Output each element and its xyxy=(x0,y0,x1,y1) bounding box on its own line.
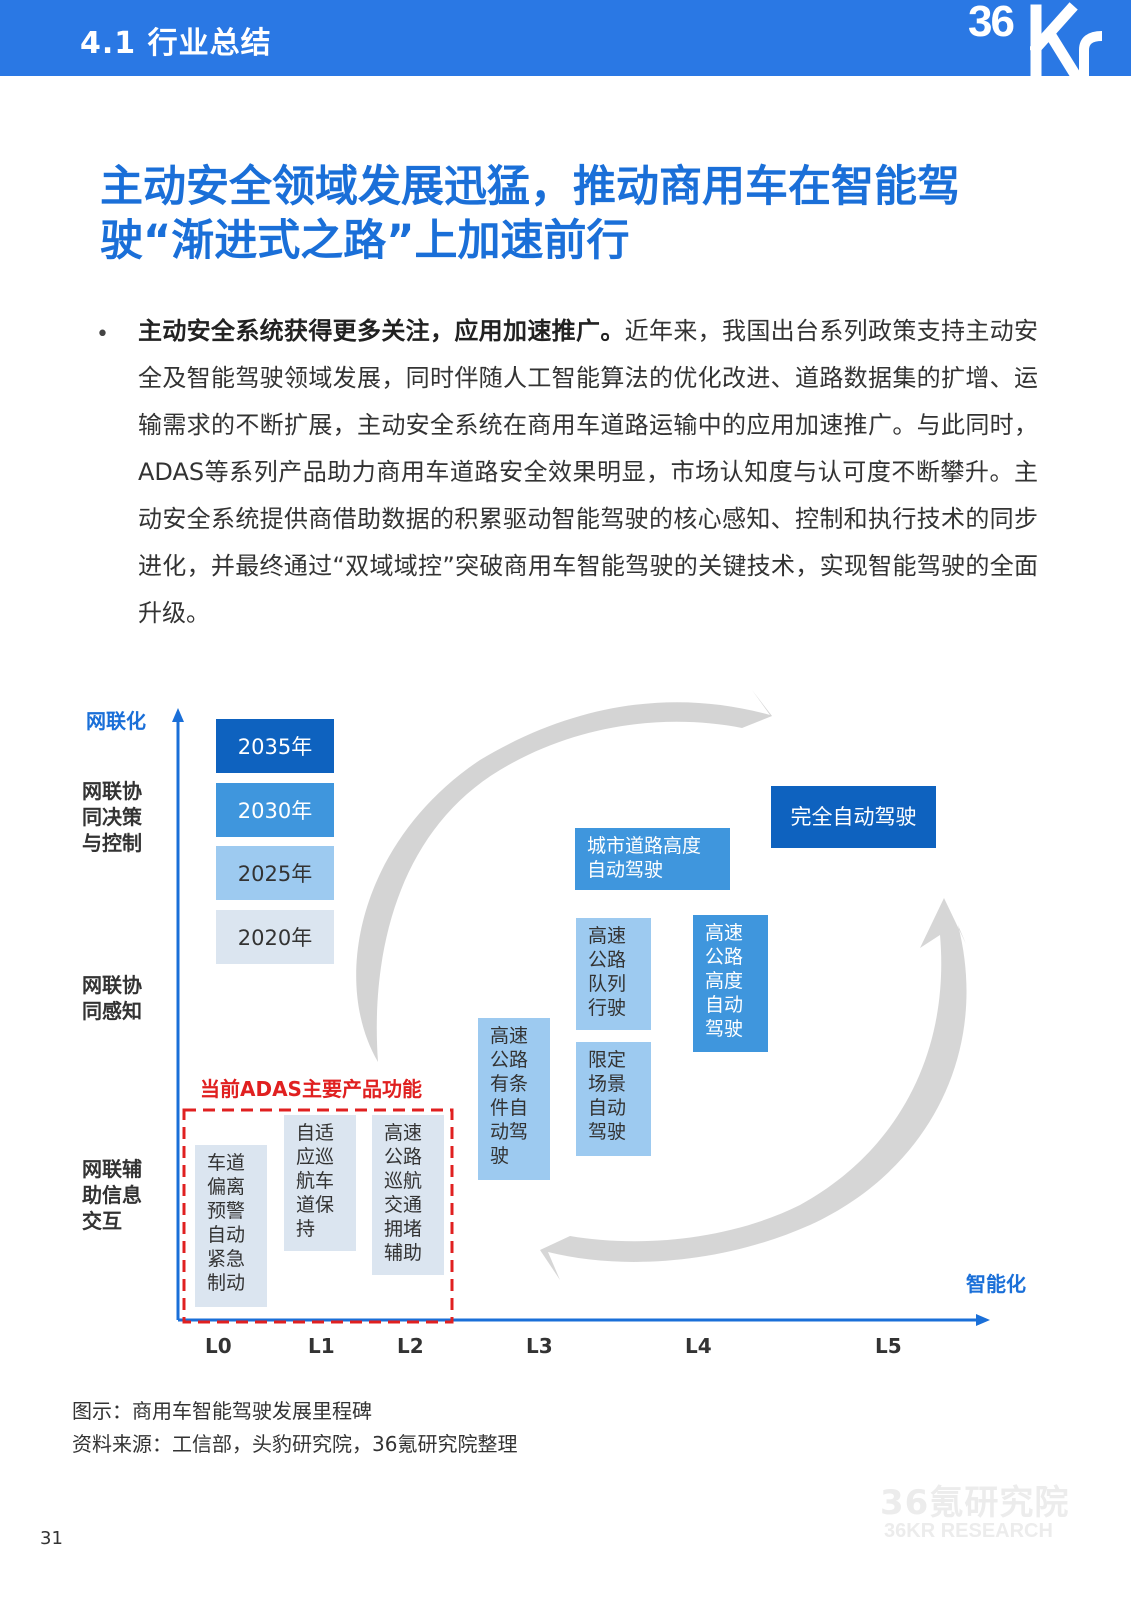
cell-l4: 高速公路高度自动驾驶 xyxy=(693,915,768,1052)
year-2020-box: 2020年 xyxy=(216,910,334,964)
bullet-dot: • xyxy=(96,322,109,347)
y-level-2: 网联协同感知 xyxy=(82,973,142,1023)
cycle-arrow-lower xyxy=(540,898,967,1280)
source-caption: 资料来源：工信部，头豹研究院，36氪研究院整理 xyxy=(72,1432,518,1456)
y-axis-arrow-icon xyxy=(172,708,184,722)
body-paragraph: 主动安全系统获得更多关注，应用加速推广。近年来，我国出台系列政策支持主动安全及智… xyxy=(138,308,1038,637)
cell-l3-limited: 限定场景自动驾驶 xyxy=(576,1042,651,1156)
x-tick-l0: L0 xyxy=(205,1334,232,1358)
x-axis-arrow-icon xyxy=(976,1314,990,1326)
cell-l1: 自适应巡航车道保持 xyxy=(284,1115,356,1251)
watermark-cn: 36氪研究院 xyxy=(880,1483,1070,1523)
body-bold-lead: 主动安全系统获得更多关注，应用加速推广。 xyxy=(138,317,625,345)
year-2035-box: 2035年 xyxy=(216,719,334,773)
adas-dashed-box xyxy=(182,1108,454,1324)
headline-line-1: 主动安全领域发展迅猛，推动商用车在智能驾 xyxy=(100,162,960,212)
adas-label: 当前ADAS主要产品功能 xyxy=(200,1077,422,1101)
cell-city: 城市道路高度自动驾驶 xyxy=(575,828,730,890)
cell-l3: 高速公路有条件自动驾驶 xyxy=(478,1018,550,1180)
y-level-1: 网联协同决策与控制 xyxy=(82,779,142,855)
logo-36kr: 36 xyxy=(968,0,1015,46)
figure-caption: 图示：商用车智能驾驶发展里程碑 xyxy=(72,1399,372,1423)
cell-l2: 高速公路巡航交通拥堵辅助 xyxy=(372,1115,444,1275)
body-text: 近年来，我国出台系列政策支持主动安全及智能驾驶领域发展，同时伴随人工智能算法的优… xyxy=(138,317,1039,627)
x-tick-l4: L4 xyxy=(685,1334,712,1358)
cell-l3-platoon: 高速公路队列行驶 xyxy=(576,918,651,1030)
headline-line-2: 驶“渐进式之路”上加速前行 xyxy=(100,216,630,266)
x-tick-l5: L5 xyxy=(875,1334,902,1358)
header-bar xyxy=(0,0,1131,76)
year-2025-box: 2025年 xyxy=(216,846,334,900)
cell-l0: 车道偏离预警自动紧急制动 xyxy=(195,1145,267,1307)
headline: 主动安全领域发展迅猛，推动商用车在智能驾 驶“渐进式之路”上加速前行 xyxy=(100,160,1050,268)
logo-kr-icon xyxy=(1030,2,1103,76)
page-number: 31 xyxy=(40,1528,63,1549)
x-tick-l3: L3 xyxy=(526,1334,553,1358)
y-level-3: 网联辅助信息交互 xyxy=(82,1157,142,1233)
watermark-en: 36KR RESEARCH xyxy=(884,1520,1053,1542)
cycle-arrow-upper xyxy=(356,690,772,1062)
year-2030-box: 2030年 xyxy=(216,783,334,837)
y-axis-title: 网联化 xyxy=(86,709,146,733)
section-title: 4.1 行业总结 xyxy=(80,26,272,61)
x-tick-l2: L2 xyxy=(397,1334,424,1358)
cell-l5: 完全自动驾驶 xyxy=(771,786,936,848)
x-axis-title: 智能化 xyxy=(966,1272,1026,1296)
x-tick-l1: L1 xyxy=(308,1334,335,1358)
